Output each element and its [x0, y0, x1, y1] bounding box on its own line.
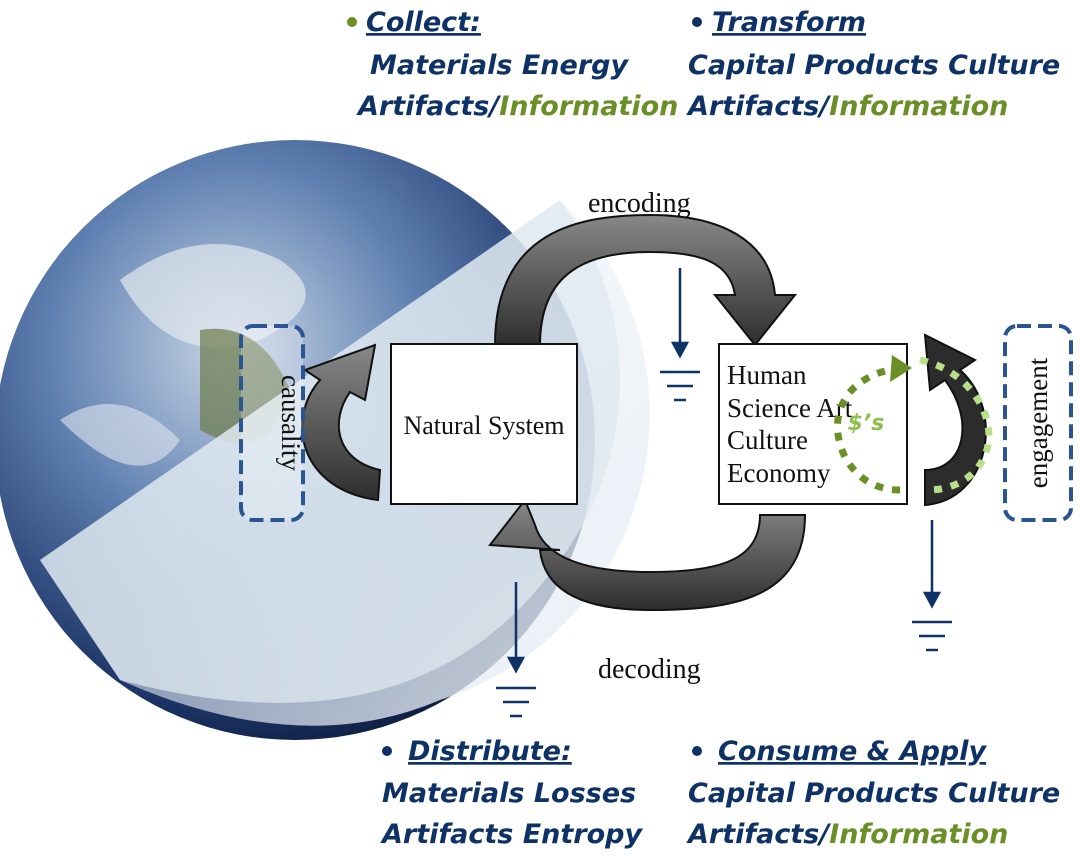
collect-information: Information	[499, 91, 678, 122]
consume-title: Consume & Apply	[718, 736, 987, 767]
engagement-label: engagement	[1023, 357, 1053, 488]
collect-line1: Materials Energy	[370, 50, 629, 81]
transform-line2: Artifacts/Information	[686, 91, 1008, 122]
decoding-label: decoding	[598, 654, 701, 685]
bullet-icon	[347, 17, 357, 27]
engagement-box	[1003, 324, 1073, 522]
bullet-icon	[692, 746, 702, 756]
distribute-line1: Materials Losses	[382, 778, 636, 809]
encoding-arrow	[493, 213, 798, 347]
engagement-dots	[919, 356, 993, 494]
transform-title: Transform	[712, 7, 866, 38]
consume-information: Information	[829, 819, 1008, 850]
human-box-text: Human Science Art Culture Economy	[727, 360, 859, 488]
bullet-icon	[692, 17, 702, 27]
causality-arrow	[301, 343, 382, 502]
transform-information: Information	[829, 91, 1008, 122]
decoding-arrow	[488, 498, 807, 612]
human-box	[718, 343, 908, 505]
engagement-arrow	[923, 333, 987, 507]
ground-icon	[912, 520, 952, 652]
distribute-line2: Artifacts Entropy	[380, 819, 643, 850]
causality-label: causality	[276, 375, 306, 471]
causality-box	[239, 324, 305, 522]
ground-icon	[660, 268, 700, 402]
ground-icon	[496, 582, 536, 718]
money-flow-arrow	[834, 363, 906, 494]
consume-line2: Artifacts/Information	[686, 819, 1008, 850]
transform-artifacts: Artifacts/	[686, 91, 831, 122]
bullet-icon	[382, 746, 392, 756]
consume-artifacts: Artifacts/	[686, 819, 831, 850]
transform-line1: Capital Products Culture	[688, 50, 1060, 81]
consume-line1: Capital Products Culture	[688, 778, 1060, 809]
collect-artifacts: Artifacts/	[356, 91, 501, 122]
natural-system-label: Natural System	[403, 411, 564, 440]
collect-title: Collect:	[366, 7, 481, 38]
collect-line2: Artifacts/Information	[356, 91, 678, 122]
money-label: $’s	[848, 411, 885, 436]
arrowhead-icon	[890, 355, 912, 382]
distribute-title: Distribute:	[408, 736, 572, 767]
natural-system-box	[390, 343, 578, 505]
encoding-label: encoding	[588, 188, 691, 219]
